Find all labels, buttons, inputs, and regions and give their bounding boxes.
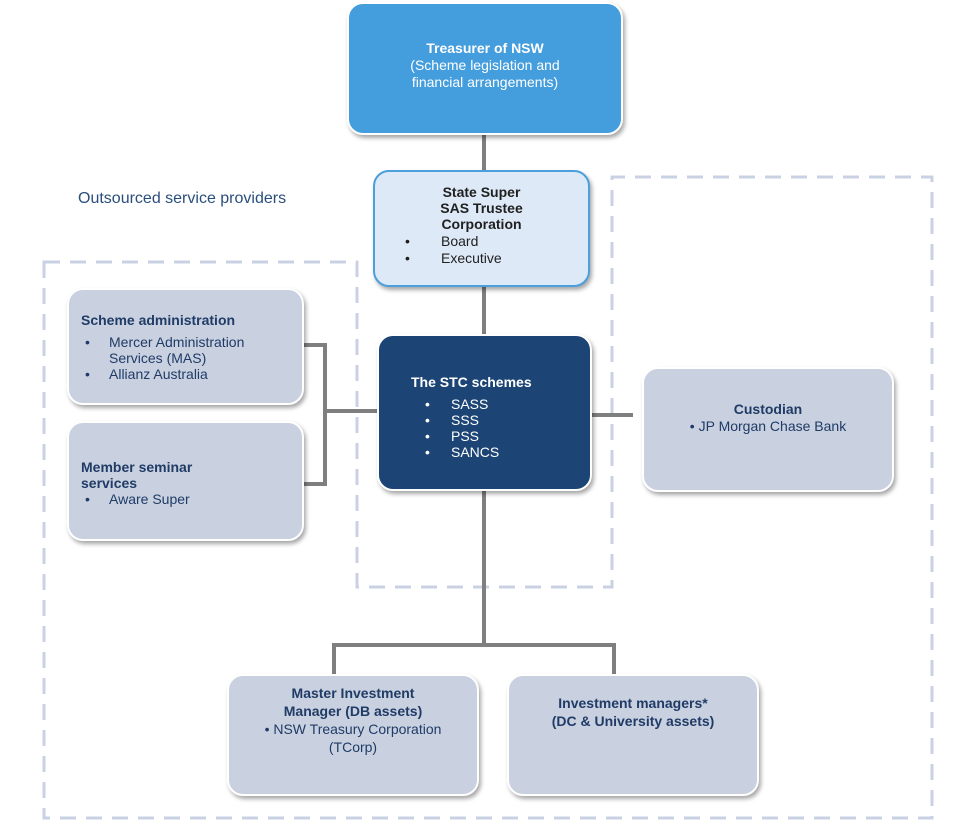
bullet-icon: • [264, 721, 270, 737]
mim-title-line1: Master Investment [291, 685, 415, 701]
master-investment-manager-node[interactable]: Master Investment Manager (DB assets) • … [227, 674, 479, 796]
member-seminar-title-line1: Member seminar [81, 459, 193, 475]
member-seminar-services-node[interactable]: Member seminar services •Aware Super [67, 421, 304, 541]
list-item: •SANCS [425, 444, 500, 460]
trustee-items: •Board •Executive [375, 233, 588, 266]
stc-schemes-node[interactable]: The STC schemes •SASS •SSS •PSS •SANCS [377, 334, 592, 491]
scheme-administration-title: Scheme administration [81, 312, 236, 328]
outsourced-providers-label: Outsourced service providers [78, 190, 287, 207]
investment-managers-node[interactable]: Investment managers* (DC & University as… [507, 674, 759, 796]
member-seminar-title-line2: services [81, 475, 138, 491]
list-item: •Executive [405, 250, 502, 266]
connector-investment-branch [332, 643, 616, 674]
custodian-node[interactable]: Custodian • JP Morgan Chase Bank [642, 367, 894, 492]
bullet-icon: • [85, 491, 90, 507]
bullet-icon: • [405, 233, 410, 249]
bullet-icon: • [425, 396, 430, 412]
custodian-title: Custodian [733, 401, 803, 417]
treasurer-subtitle-line1: (Scheme legislation and [410, 57, 560, 73]
trustee-title-line3: Corporation [441, 216, 522, 232]
list-item: •Aware Super [85, 491, 190, 507]
treasurer-node[interactable]: Treasurer of NSW (Scheme legislation and… [347, 2, 623, 135]
stc-schemes-items: •SASS •SSS •PSS •SANCS [411, 396, 590, 460]
custodian-item: • JP Morgan Chase Bank [689, 418, 847, 434]
investment-managers-title-line1: Investment managers* [558, 695, 708, 711]
mim-item-line2: (TCorp) [328, 739, 378, 755]
bullet-icon: • [405, 250, 410, 266]
stc-schemes-title: The STC schemes [411, 374, 532, 390]
bullet-icon: • [425, 428, 430, 444]
scheme-administration-node[interactable]: Scheme administration •Mercer Administra… [67, 288, 304, 405]
treasurer-title: Treasurer of NSW [426, 40, 544, 56]
treasurer-subtitle-line2: financial arrangements) [411, 74, 559, 90]
list-item: •Allianz Australia [85, 366, 208, 382]
bullet-icon: • [689, 418, 695, 434]
investment-managers-title-line2: (DC & University assets) [551, 713, 715, 729]
bullet-icon: • [85, 366, 90, 382]
list-item: •PSS [425, 428, 480, 444]
trustee-node[interactable]: State Super SAS Trustee Corporation •Boa… [373, 170, 590, 287]
mim-title-line2: Manager (DB assets) [283, 703, 423, 719]
member-seminar-items: •Aware Super [81, 491, 302, 507]
list-item: •Board [405, 233, 479, 249]
bullet-icon: • [85, 334, 90, 350]
outsourced-providers-boundary [42, 175, 934, 820]
bullet-icon: • [425, 412, 430, 428]
connector-providers-bracket [304, 343, 327, 486]
trustee-title-line1: State Super [442, 184, 521, 200]
trustee-title-line2: SAS Trustee [440, 200, 523, 216]
bullet-icon: • [425, 444, 430, 460]
list-item: •SASS [425, 396, 489, 412]
mim-item-line1: • NSW Treasury Corporation [264, 721, 442, 737]
list-item: •SSS [425, 412, 480, 428]
